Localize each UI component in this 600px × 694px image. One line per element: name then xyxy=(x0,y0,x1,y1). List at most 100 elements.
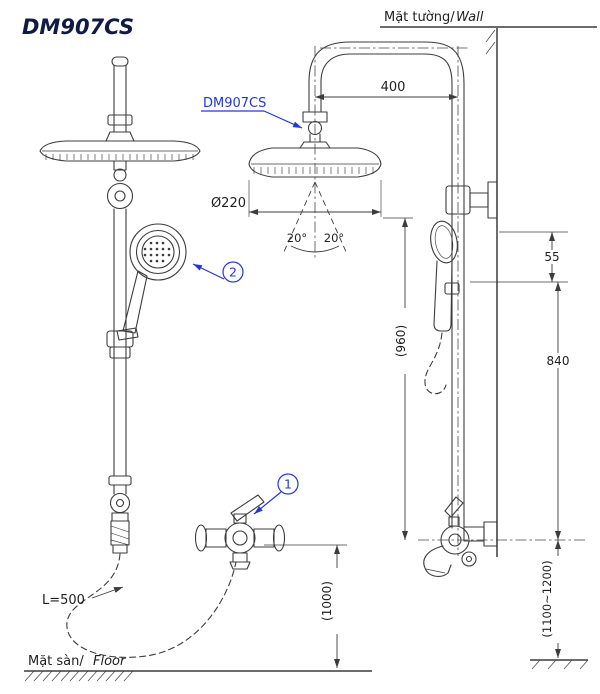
dim-840-bg xyxy=(543,353,573,368)
floor-label-en: Floor xyxy=(93,654,127,669)
union-nut xyxy=(107,114,133,126)
hose-nut xyxy=(112,544,128,554)
dim-55-bg xyxy=(541,250,563,264)
hand-shower-ring xyxy=(135,229,181,275)
rain-shower-head-side xyxy=(248,147,382,178)
mixer-left-flange xyxy=(194,524,208,552)
mixer-wall-union xyxy=(463,526,485,542)
mixer-handle-side xyxy=(444,496,464,518)
model-callout-label: DM907CS xyxy=(203,96,266,111)
floor-reference: Mặt sàn/ Floor xyxy=(24,654,589,682)
hand-shower-handle xyxy=(122,270,148,334)
mixer-outlet-flare xyxy=(229,561,251,570)
slider-lock xyxy=(109,346,131,359)
column-bracket-knob-center xyxy=(114,190,126,202)
mixer-outlet xyxy=(232,552,248,563)
mixer-handle-lever xyxy=(230,494,265,522)
ball-joint xyxy=(113,168,127,182)
pipe-top-cap xyxy=(111,56,129,67)
lower-collar xyxy=(108,475,132,486)
hand-shower-callout: 2 xyxy=(192,261,244,283)
outlet-nut xyxy=(111,512,129,522)
dim-400: 400 xyxy=(381,80,406,95)
mixer-spout-side xyxy=(423,545,452,577)
shower-column-front xyxy=(113,208,127,477)
diverter-knob-center xyxy=(465,555,473,563)
marker-1: 1 xyxy=(284,477,292,492)
ball-joint-link xyxy=(113,160,127,171)
thread-hatch xyxy=(110,525,130,546)
hand-shower-face-side xyxy=(434,225,454,259)
front-view: L=500 xyxy=(39,56,237,658)
page-title: DM907CS xyxy=(22,15,134,39)
mixer-right-arm xyxy=(253,528,275,548)
wall-reference: Mặt tường/ Wall xyxy=(380,10,597,557)
dim-960-bg xyxy=(397,308,413,374)
dim-840: 840 xyxy=(547,354,570,368)
head-side-texture xyxy=(253,167,374,174)
spray-angle-left: 20° xyxy=(287,231,307,245)
dim-install: (1100~1200) xyxy=(540,560,554,637)
mixer-right-flange xyxy=(272,524,286,552)
mixer-front-view: 1 xyxy=(194,473,299,570)
model-callout-leader xyxy=(263,110,303,129)
hand-shower-nozzles xyxy=(143,241,171,263)
mixer-left-arm xyxy=(205,528,227,548)
wall-hatch xyxy=(485,29,496,55)
mixer-body xyxy=(224,522,256,554)
spray-angle-arc xyxy=(290,245,340,253)
dim-960: (960) xyxy=(394,325,408,357)
hose-length-leader xyxy=(91,586,124,599)
handle-connector xyxy=(116,327,139,341)
slider-holder xyxy=(106,330,134,348)
outlet-ball xyxy=(109,492,131,514)
shower-column-side xyxy=(451,83,465,529)
hose-length-label: L=500 xyxy=(42,593,85,608)
hand-shower-face xyxy=(141,235,175,269)
wall-bracket-arm xyxy=(469,192,489,208)
wall-label-en: Wall xyxy=(456,10,484,25)
model-callout: DM907CS xyxy=(201,96,303,129)
spray-angle-right: 20° xyxy=(324,231,344,245)
column-bracket-knob xyxy=(106,182,134,210)
dim-1000-bg xyxy=(322,568,340,634)
floor-hatch-right xyxy=(531,659,589,670)
side-view: 20° 20° xyxy=(248,41,586,577)
wall-bracket-plate xyxy=(487,181,498,219)
diverter-knob xyxy=(461,551,477,567)
mixer-handle-stem xyxy=(233,513,247,524)
dim-55: 55 xyxy=(544,250,559,264)
dimensions: 400 Ø220 (960) 55 840 (1000) (1100~1200) xyxy=(211,80,573,668)
wall-label-vi: Mặt tường/ xyxy=(384,10,455,25)
hand-shower-head xyxy=(129,223,187,281)
threaded-connector xyxy=(110,520,130,546)
spout-mouth xyxy=(425,568,446,574)
gooseneck-outer xyxy=(308,41,465,113)
shower-hose xyxy=(66,553,237,658)
marker-1-circle xyxy=(277,473,299,495)
marker-2-circle xyxy=(222,261,244,283)
hand-shower-hose-side xyxy=(424,332,447,395)
outlet-ball-center xyxy=(115,498,125,508)
mixer-handle-stem-side xyxy=(448,516,460,527)
floor-label-vi: Mặt sàn/ xyxy=(28,654,84,669)
mixer-body-side-center xyxy=(448,533,462,547)
head-mount xyxy=(105,131,135,142)
hand-shower-handle-side xyxy=(433,260,453,332)
head-face-texture xyxy=(45,154,194,160)
stem-ball-joint xyxy=(307,120,323,136)
marker-2: 2 xyxy=(229,265,237,280)
rain-shower-head-front xyxy=(39,140,201,162)
dim-1000: (1000) xyxy=(320,581,334,621)
lower-pipe xyxy=(113,484,127,495)
hand-shower-head-side xyxy=(430,220,458,264)
gooseneck-inner xyxy=(320,53,453,113)
marker-2-leader xyxy=(192,263,225,280)
marker-1-leader xyxy=(253,491,282,515)
stem-link xyxy=(309,133,321,143)
spray-cone xyxy=(282,181,348,255)
dim-install-bg xyxy=(543,556,560,643)
floor-hatch xyxy=(24,670,134,682)
